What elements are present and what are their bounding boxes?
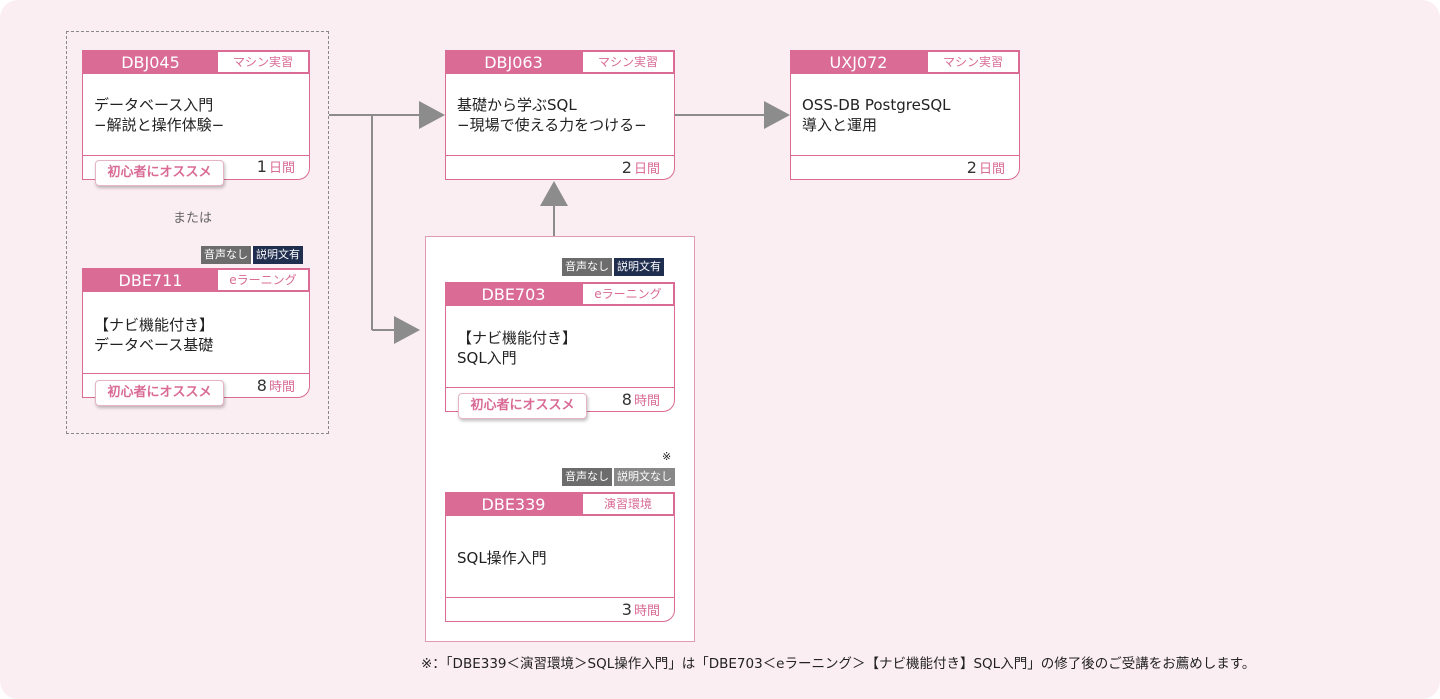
media-badges: 音声なし説明文有 <box>562 258 664 276</box>
duration-value: 2 <box>966 158 977 177</box>
duration-value: 3 <box>621 600 632 619</box>
course-code: DBE339 <box>481 495 546 514</box>
duration-value: 8 <box>621 390 632 409</box>
footnote: ※：「DBE339＜演習環境＞SQL操作入門」は「DBE703＜eラーニング＞【… <box>421 656 1256 672</box>
duration-unit: 時間 <box>633 604 660 619</box>
audio-badge: 音声なし <box>562 258 612 276</box>
course-title: 【ナビ機能付き】 データベース基礎 <box>94 316 215 354</box>
card-divider <box>446 597 674 598</box>
caption-badge: 説明文有 <box>614 258 664 276</box>
caption-badge: 説明文有 <box>253 246 303 264</box>
course-code: DBE703 <box>481 285 546 304</box>
asterisk-mark: ※ <box>662 450 672 463</box>
duration-unit: 日間 <box>978 162 1005 177</box>
course-code: DBJ063 <box>484 53 543 72</box>
duration-unit: 日間 <box>633 162 660 177</box>
course-type-label: マシン実習 <box>583 52 673 72</box>
alternative-group-box <box>66 31 329 434</box>
course-type-label: マシン実習 <box>218 52 308 72</box>
card-divider <box>791 155 1019 156</box>
card-divider <box>83 155 309 156</box>
card-divider <box>446 155 674 156</box>
course-title: SQL操作入門 <box>457 549 547 567</box>
duration-value: 8 <box>256 376 267 395</box>
media-badges: 音声なし説明文なし <box>562 468 675 486</box>
arrow-head-to-uxj072 <box>764 101 790 129</box>
course-code: DBJ045 <box>121 53 180 72</box>
course-type-label: eラーニング <box>218 270 308 290</box>
course-title: 【ナビ機能付き】 SQL入門 <box>457 329 578 367</box>
course-code: UXJ072 <box>829 53 888 72</box>
course-title: 基礎から学ぶSQL −現場で使える力をつける− <box>457 96 647 134</box>
card-divider <box>446 387 674 388</box>
or-label: または <box>173 211 213 226</box>
duration-unit: 時間 <box>268 380 295 395</box>
arrow-head-to-dbe703 <box>394 316 420 344</box>
caption-badge: 説明文なし <box>614 468 675 486</box>
course-type-label: eラーニング <box>583 284 673 304</box>
media-badges: 音声なし説明文有 <box>201 246 303 264</box>
audio-badge: 音声なし <box>562 468 612 486</box>
audio-badge: 音声なし <box>201 246 251 264</box>
course-type-label: 演習環境 <box>583 494 673 514</box>
arrow-head-to-dbj063 <box>419 101 445 129</box>
card-divider <box>83 373 309 374</box>
course-title: OSS-DB PostgreSQL 導入と運用 <box>802 96 951 134</box>
duration-unit: 時間 <box>633 394 660 409</box>
recommend-badge: 初心者にオススメ <box>95 160 224 186</box>
course-code: DBE711 <box>118 271 183 290</box>
arrow-head-up <box>540 181 568 206</box>
course-type-label: マシン実習 <box>928 52 1018 72</box>
recommend-badge: 初心者にオススメ <box>458 393 587 419</box>
course-title: データベース入門 −解説と操作体験− <box>94 96 225 134</box>
duration-value: 2 <box>621 158 632 177</box>
duration-unit: 日間 <box>268 161 295 176</box>
recommend-badge: 初心者にオススメ <box>95 380 224 406</box>
duration-value: 1 <box>256 157 267 176</box>
